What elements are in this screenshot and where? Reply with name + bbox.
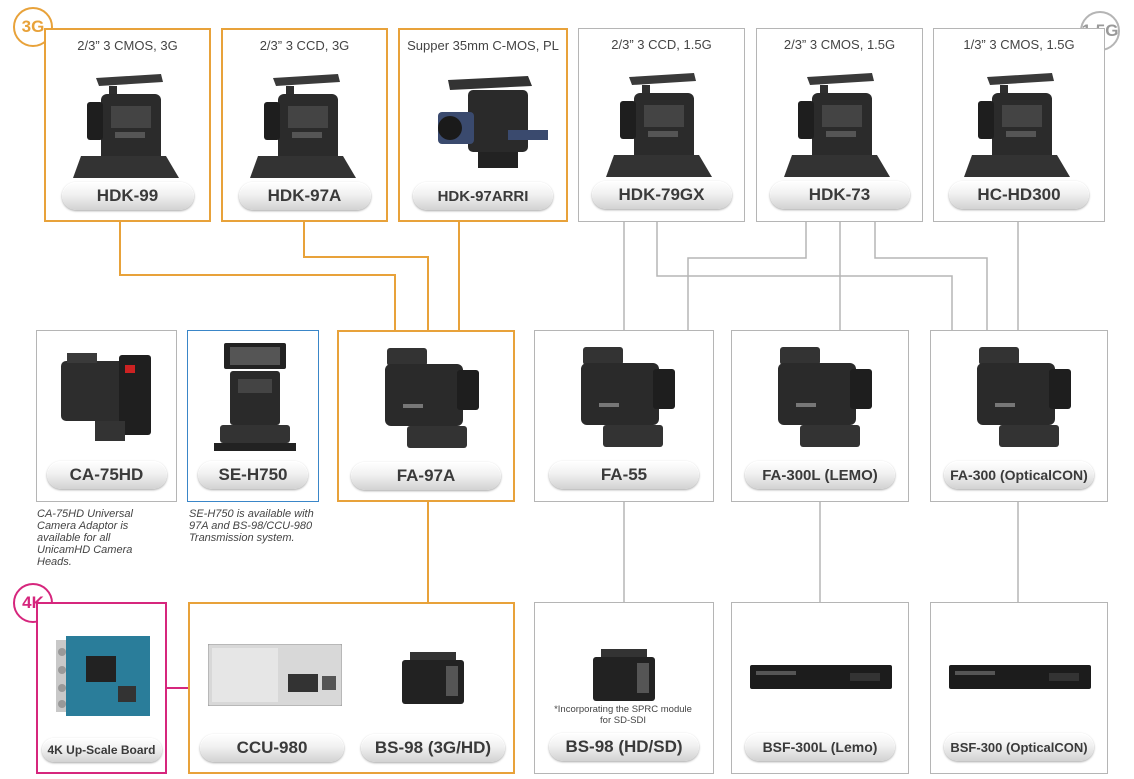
- adaptor-name-button[interactable]: FA-300 (OpticalCON): [944, 461, 1094, 489]
- camera-spec: 2/3” 3 CMOS, 1.5G: [783, 37, 896, 52]
- triax-adaptor-icon: [61, 353, 151, 441]
- base-station-icon: [402, 652, 464, 704]
- base-card-bsf-300l[interactable]: BSF-300L (Lemo): [731, 602, 909, 774]
- camera-spec: 1/3” 3 CMOS, 1.5G: [963, 37, 1075, 52]
- fiber-adaptor-icon: [581, 347, 675, 447]
- camera-name-button[interactable]: HDK-79GX: [591, 181, 732, 209]
- adaptor-name-button[interactable]: FA-97A: [351, 462, 501, 490]
- rack-unit-icon: [949, 665, 1091, 689]
- base-card-4k-upscale[interactable]: 4K Up-Scale Board: [36, 602, 167, 774]
- adaptor-name-button[interactable]: SE-H750: [198, 461, 308, 489]
- base-name-button[interactable]: 4K Up-Scale Board: [41, 738, 162, 762]
- camera-card-hdk-73[interactable]: 2/3” 3 CMOS, 1.5G HDK-73: [756, 28, 923, 222]
- adaptor-card-fa-55[interactable]: FA-55: [534, 330, 714, 502]
- adaptor-card-se-h750[interactable]: SE-H750: [187, 330, 319, 502]
- camera-card-hc-hd300[interactable]: 1/3” 3 CMOS, 1.5G HC-HD300: [933, 28, 1105, 222]
- se-h750-note: SE-H750 is available with 97A and BS-98/…: [189, 508, 314, 544]
- adaptor-name-button[interactable]: FA-300L (LEMO): [745, 461, 895, 489]
- camera-icon: [964, 73, 1070, 177]
- ccu-icon: [208, 644, 342, 706]
- fiber-adaptor-icon: [778, 347, 872, 447]
- camera-spec: 2/3” 3 CCD, 3G: [259, 38, 350, 53]
- camera-icon: [73, 74, 179, 178]
- camera-name-button[interactable]: HDK-73: [769, 181, 910, 209]
- rack-unit-icon: [750, 665, 892, 689]
- camera-icon: [250, 74, 356, 178]
- adaptor-card-fa-97a[interactable]: FA-97A: [337, 330, 515, 502]
- camera-icon: [784, 73, 890, 177]
- fiber-adaptor-icon: [385, 348, 479, 448]
- base-name-button[interactable]: BS-98 (3G/HD): [361, 734, 505, 762]
- base-station-icon: [593, 649, 655, 701]
- camera-icon: [606, 73, 712, 177]
- camera-icon: [438, 76, 548, 168]
- camera-name-button[interactable]: HC-HD300: [949, 181, 1089, 209]
- camera-card-hdk-99[interactable]: 2/3” 3 CMOS, 3G HDK-99: [44, 28, 211, 222]
- base-name-button[interactable]: BSF-300 (OpticalCON): [944, 733, 1094, 761]
- base-name-button[interactable]: CCU-980: [200, 734, 344, 762]
- base-card-ccu-bs98-3g[interactable]: CCU-980 BS-98 (3G/HD): [188, 602, 515, 774]
- adaptor-card-fa-300[interactable]: FA-300 (OpticalCON): [930, 330, 1108, 502]
- camera-icon: [214, 343, 296, 451]
- camera-name-button[interactable]: HDK-97ARRI: [413, 182, 553, 210]
- base-name-button[interactable]: BS-98 (HD/SD): [549, 733, 699, 761]
- base-card-bs98-hd-sd[interactable]: *Incorporating the SPRC module for SD-SD…: [534, 602, 714, 774]
- ca-75hd-note: CA-75HD Universal Camera Adaptor is avai…: [37, 508, 133, 568]
- adaptor-name-button[interactable]: CA-75HD: [46, 461, 167, 489]
- camera-card-hdk-97a[interactable]: 2/3” 3 CCD, 3G HDK-97A: [221, 28, 388, 222]
- circuit-board-icon: [56, 636, 150, 716]
- camera-name-button[interactable]: HDK-99: [61, 182, 194, 210]
- camera-card-hdk-79gx[interactable]: 2/3” 3 CCD, 1.5G HDK-79GX: [578, 28, 745, 222]
- base-name-button[interactable]: BSF-300L (Lemo): [745, 733, 895, 761]
- sprc-note: *Incorporating the SPRC module for SD-SD…: [554, 704, 692, 726]
- fiber-adaptor-icon: [977, 347, 1071, 447]
- camera-card-hdk-97arri[interactable]: Supper 35mm C-MOS, PL HDK-97ARRI: [398, 28, 568, 222]
- camera-name-button[interactable]: HDK-97A: [238, 182, 371, 210]
- camera-spec: 2/3” 3 CCD, 1.5G: [611, 37, 712, 52]
- camera-spec: Supper 35mm C-MOS, PL: [407, 38, 559, 53]
- camera-spec: 2/3” 3 CMOS, 3G: [77, 38, 178, 53]
- base-card-bsf-300[interactable]: BSF-300 (OpticalCON): [930, 602, 1108, 774]
- adaptor-name-button[interactable]: FA-55: [549, 461, 699, 489]
- adaptor-card-ca-75hd[interactable]: CA-75HD: [36, 330, 177, 502]
- adaptor-card-fa-300l[interactable]: FA-300L (LEMO): [731, 330, 909, 502]
